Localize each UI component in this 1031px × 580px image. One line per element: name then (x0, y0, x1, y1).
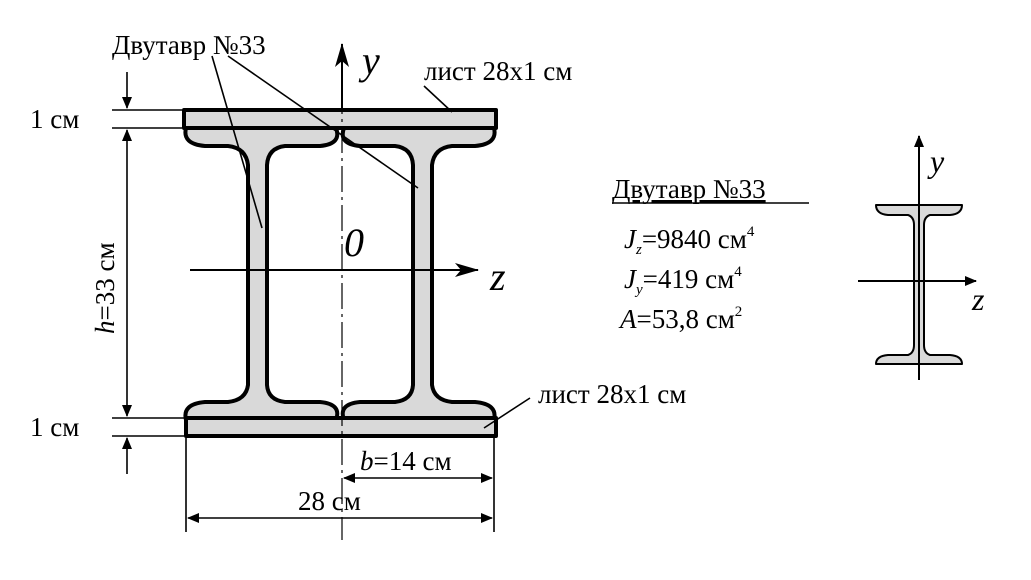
plate-leader-bottom (483, 397, 531, 429)
properties-block: Двутавр №33 Jz=9840 см4 Jy=419 см4 A=53,… (612, 174, 809, 334)
jy-line: Jy=419 см4 (624, 264, 742, 298)
total-width-label: 28 см (298, 486, 361, 516)
top-plate (182, 108, 498, 130)
properties-title: Двутавр №33 (612, 174, 766, 204)
ibeam-label: Двутавр №33 (112, 30, 266, 60)
jz-line: Jz=9840 см4 (624, 224, 755, 258)
bottom-thickness-label: 1 см (30, 412, 79, 442)
small-axis-z-label: z (971, 281, 985, 317)
bottom-plate (184, 416, 498, 438)
top-plate-label: лист 28x1 см (424, 56, 572, 86)
small-ibeam: y z (858, 135, 985, 380)
top-thickness-label: 1 см (30, 104, 79, 134)
bottom-plate-label: лист 28x1 см (538, 379, 686, 409)
small-axis-y-label: y (927, 143, 945, 179)
ibeam-leader-right (227, 55, 419, 189)
left-ibeam-shape (183, 126, 340, 422)
height-dim-label: h=33 см (90, 242, 120, 334)
right-ibeam-shape (340, 126, 497, 422)
axis-z-label: z (489, 254, 506, 299)
built-up-section (182, 108, 498, 438)
axis-y-label: y (358, 38, 380, 83)
b-dim-label: b=14 см (360, 446, 452, 476)
origin-label: 0 (344, 220, 364, 265)
plate-leader-top (423, 85, 453, 113)
ibeam-leader-left (211, 55, 263, 229)
area-line: A=53,8 см2 (618, 304, 742, 334)
